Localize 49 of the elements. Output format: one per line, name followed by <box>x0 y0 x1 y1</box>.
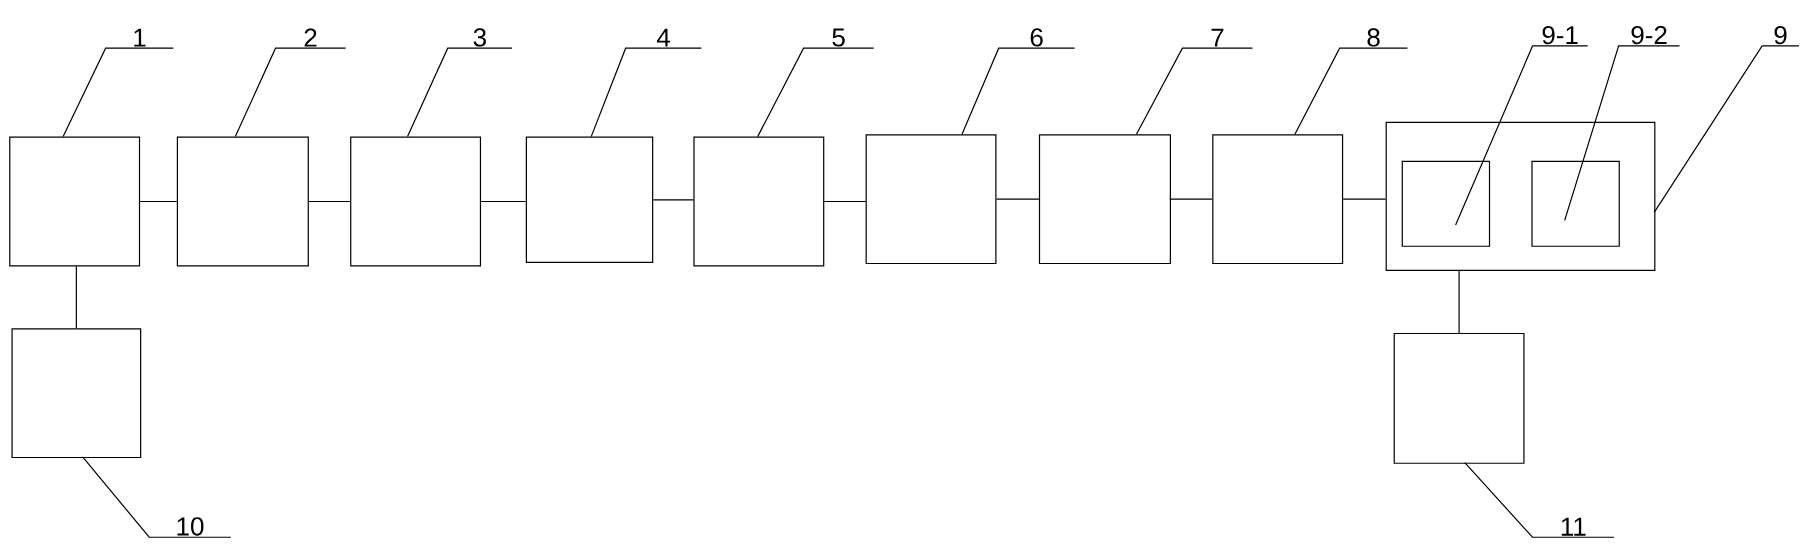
leader-line <box>1564 45 1681 221</box>
leader-line <box>1455 45 1589 226</box>
leader-line <box>1653 45 1800 213</box>
connecting-line <box>139 200 178 203</box>
callout-number: 9-1 <box>1542 25 1578 45</box>
connecting-line <box>75 265 77 329</box>
connecting-line <box>1342 198 1387 200</box>
connecting-line <box>823 200 867 203</box>
block-box <box>1038 134 1171 265</box>
leader-line <box>1135 47 1254 135</box>
block-box <box>11 328 142 459</box>
block-box <box>1385 121 1656 271</box>
inner-block-box <box>1401 160 1491 247</box>
inner-block-box <box>1531 160 1620 247</box>
leader-line <box>62 47 174 138</box>
callout-number: 8 <box>1367 28 1380 47</box>
callout-number: 6 <box>1030 28 1043 47</box>
connecting-line <box>995 198 1040 200</box>
leader-line <box>961 47 1076 135</box>
leader-line <box>1464 462 1615 538</box>
leader-line <box>234 47 347 138</box>
block-box <box>1393 332 1525 464</box>
leader-line <box>82 456 232 538</box>
block-box <box>9 136 141 267</box>
callout-number: 9-2 <box>1631 25 1667 45</box>
leader-line <box>590 47 703 138</box>
callout-number: 11 <box>1561 517 1586 536</box>
block-box <box>525 136 654 263</box>
block-box <box>1212 134 1344 265</box>
connecting-line <box>1458 270 1460 334</box>
connecting-line <box>652 199 694 201</box>
callout-number: 2 <box>304 28 317 47</box>
callout-number: 7 <box>1211 28 1224 47</box>
block-box <box>865 134 997 265</box>
leader-line <box>757 47 875 138</box>
block-box <box>693 136 825 267</box>
block-box <box>350 136 482 267</box>
callout-number: 10 <box>177 517 204 536</box>
connecting-line <box>480 200 527 203</box>
callout-number: 1 <box>134 28 146 47</box>
leader-line <box>406 47 513 138</box>
block-box <box>176 136 309 267</box>
leader-line <box>1294 47 1409 135</box>
callout-number: 3 <box>473 28 486 47</box>
callout-number: 9 <box>1774 25 1787 45</box>
connecting-line <box>308 200 351 203</box>
connecting-line <box>1170 198 1213 200</box>
callout-number: 5 <box>832 28 845 47</box>
callout-number: 4 <box>656 28 671 47</box>
